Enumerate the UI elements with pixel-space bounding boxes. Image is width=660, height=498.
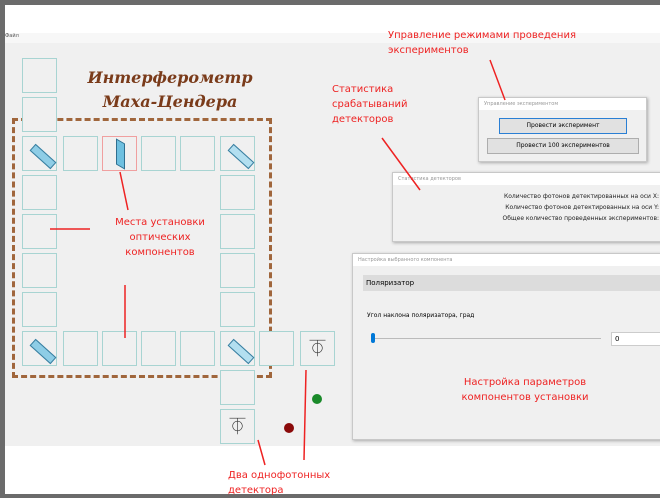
slot[interactable]: [180, 331, 215, 366]
beam-splitter-icon: [227, 338, 255, 365]
slot[interactable]: [22, 58, 57, 93]
window-frame-left: [0, 0, 5, 498]
slot[interactable]: [63, 136, 98, 171]
scheme-boundary: [12, 118, 272, 378]
slot[interactable]: [220, 175, 255, 210]
slot[interactable]: [220, 253, 255, 288]
beam-splitter-icon: [227, 143, 255, 170]
experiment-panel: Управление экспериментом Провести экспер…: [478, 97, 647, 162]
total-experiments-stat: Общее количество проведенных эксперимент…: [502, 215, 659, 222]
slot[interactable]: [63, 331, 98, 366]
photons-x-stat: Количество фотонов детектированных на ос…: [503, 193, 659, 200]
title-bar: [5, 5, 660, 33]
detector-y-indicator-icon: [312, 394, 322, 404]
slot[interactable]: [141, 331, 176, 366]
status-area: [5, 446, 660, 494]
annotation-detectors: Два однофотонных детектора: [228, 470, 331, 496]
slot[interactable]: [22, 214, 57, 249]
detector-x[interactable]: ⏁: [220, 409, 255, 444]
slot[interactable]: [259, 331, 294, 366]
slot[interactable]: [22, 97, 57, 132]
menu-bar: Файл: [5, 33, 660, 43]
annotation-places: Места установки оптических компонентов: [115, 217, 205, 258]
slot[interactable]: [141, 136, 176, 171]
angle-label: Угол наклона поляризатора, град: [367, 312, 475, 319]
polarizer-icon: [116, 138, 125, 170]
stats-panel: Статистика детекторов Количество фотонов…: [392, 172, 660, 242]
annotation-settings: Настройка параметров компонентов установ…: [461, 377, 589, 403]
arrow: [489, 59, 506, 101]
panel-title: Статистика детекторов: [393, 173, 660, 185]
slot[interactable]: [22, 253, 57, 288]
slot[interactable]: [102, 331, 137, 366]
panel-title: Настройка выбранного компонента: [353, 254, 660, 266]
run-experiment-button[interactable]: Провести эксперимент: [499, 118, 627, 134]
slot[interactable]: [180, 136, 215, 171]
slot-mirror[interactable]: [22, 136, 57, 171]
slot[interactable]: [220, 214, 255, 249]
annotation-modes: Управление режимами проведения экспериме…: [388, 30, 576, 56]
detector-y[interactable]: ⏁: [300, 331, 335, 366]
menu-file[interactable]: Файл: [5, 33, 19, 39]
mirror-icon: [29, 338, 57, 365]
slot[interactable]: [22, 292, 57, 327]
detector-icon: ⏁: [309, 339, 326, 358]
photons-y-stat: Количество фотонов детектированных на ос…: [505, 204, 659, 211]
component-name: Поляризатор: [363, 275, 660, 291]
mirror-icon: [29, 143, 57, 170]
window-frame: [0, 0, 660, 5]
slot-beam-splitter[interactable]: [220, 136, 255, 171]
slot[interactable]: [220, 292, 255, 327]
annotation-stats: Статистика срабатываний детекторов: [332, 84, 408, 125]
angle-input[interactable]: 0: [611, 332, 660, 346]
slot-polarizer-selected[interactable]: [102, 136, 137, 171]
detector-icon: ⏁: [229, 417, 246, 436]
slot-beam-splitter[interactable]: [220, 331, 255, 366]
angle-slider-thumb[interactable]: [371, 333, 375, 343]
window-frame-bottom: [0, 494, 660, 498]
detector-x-indicator-icon: [284, 423, 294, 433]
run-100-experiments-button[interactable]: Провести 100 экспериментов: [487, 138, 639, 154]
settings-panel: Настройка выбранного компонента Поляриза…: [352, 253, 660, 440]
slot-mirror[interactable]: [22, 331, 57, 366]
slot[interactable]: [22, 175, 57, 210]
angle-slider[interactable]: [371, 338, 601, 339]
slot[interactable]: [220, 370, 255, 405]
panel-title: Управление экспериментом: [479, 98, 646, 110]
